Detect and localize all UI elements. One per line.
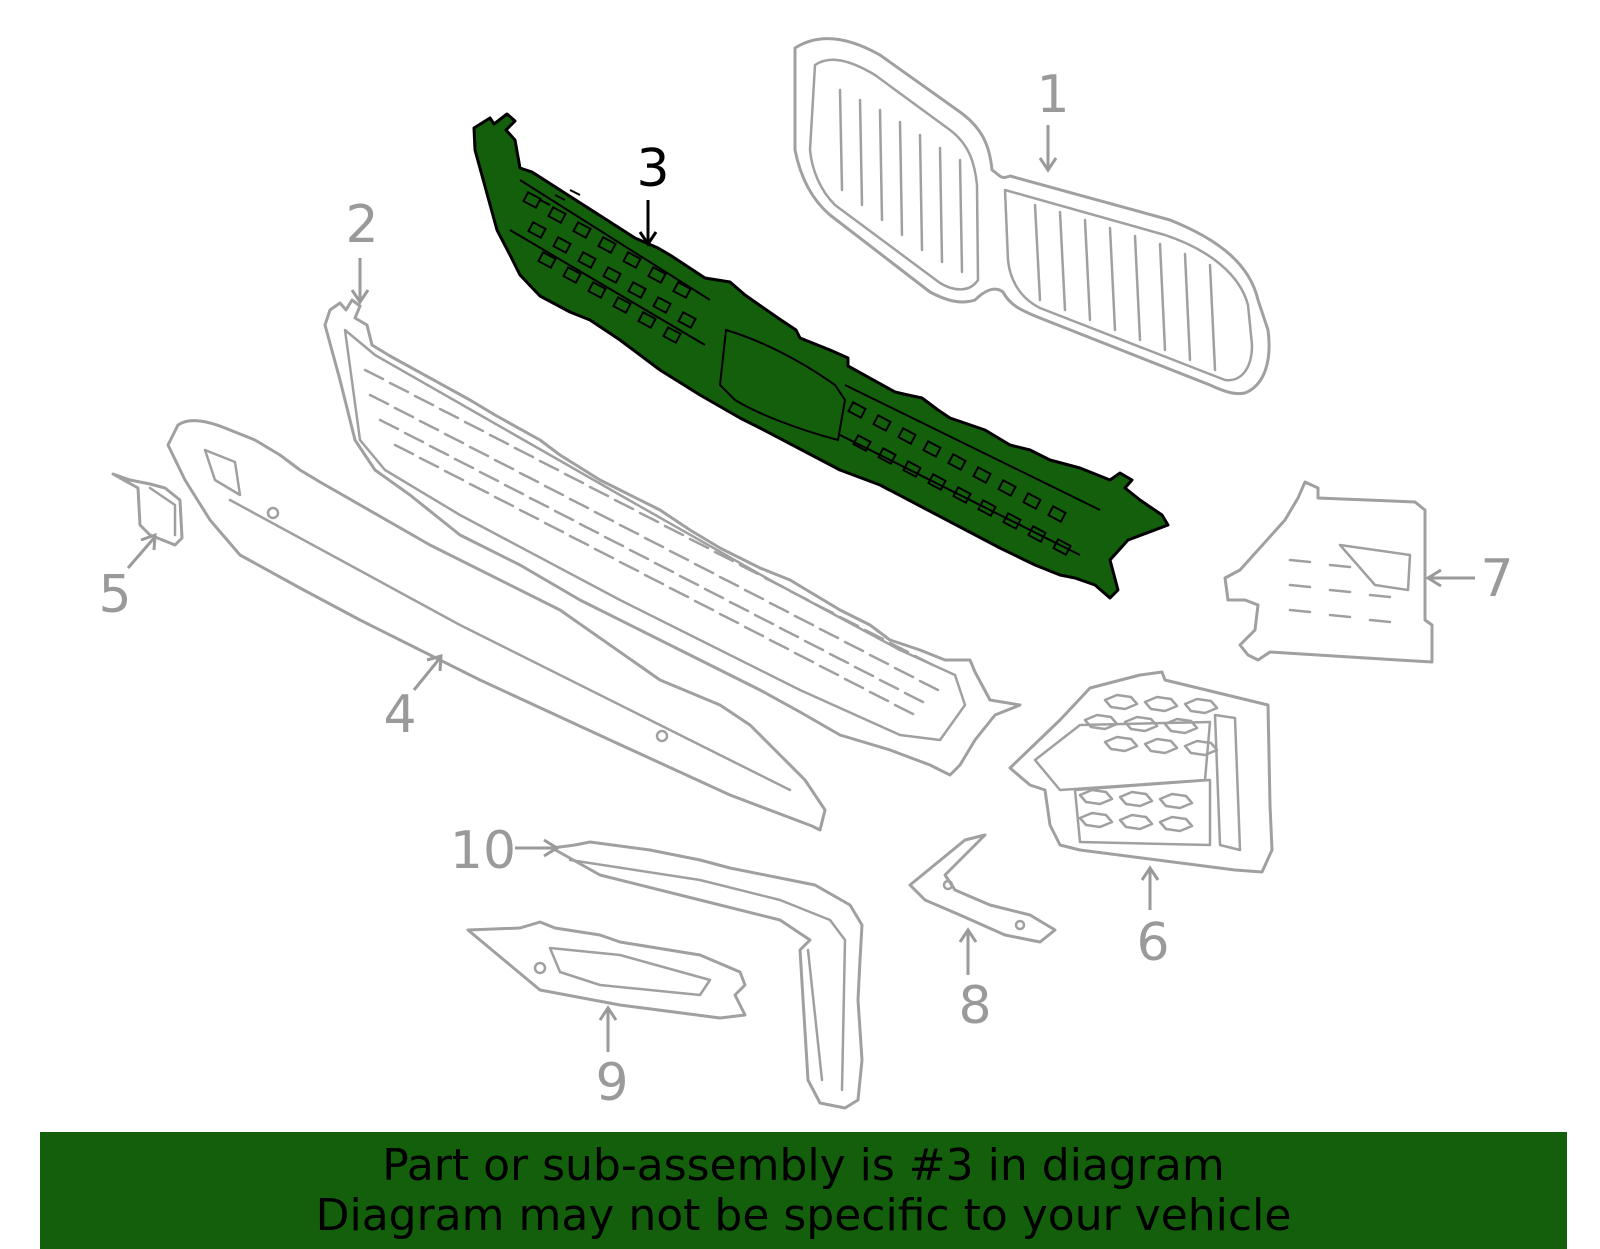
leader-2-head bbox=[350, 289, 370, 305]
banner-line-2: Diagram may not be specific to your vehi… bbox=[315, 1189, 1292, 1241]
leader-4 bbox=[412, 657, 442, 691]
leader-10-head bbox=[543, 838, 560, 858]
part-10-l-trim bbox=[550, 840, 864, 1110]
callouts: 1 2 3 4 5 6 7 8 9 10 bbox=[98, 65, 1513, 1113]
leader-1-head bbox=[1038, 157, 1058, 173]
part-6-side-grille bbox=[1008, 670, 1274, 874]
callout-4: 4 bbox=[383, 685, 416, 745]
leader-4-head bbox=[426, 653, 443, 672]
leader-8-head bbox=[958, 927, 978, 943]
part-1-kidney-grille bbox=[793, 37, 1271, 396]
callout-1: 1 bbox=[1036, 65, 1069, 125]
part-2-mesh bbox=[363, 368, 940, 716]
part-6-hex-mesh bbox=[1078, 693, 1219, 833]
leader-9-head bbox=[598, 1005, 618, 1021]
part-4-trim-strip bbox=[166, 419, 827, 832]
callout-3: 3 bbox=[636, 139, 669, 199]
callout-8: 8 bbox=[958, 976, 991, 1036]
callout-6: 6 bbox=[1136, 913, 1169, 973]
part-2-bumper-grille bbox=[323, 298, 1022, 777]
callout-2: 2 bbox=[345, 195, 378, 255]
part-5-cover-cap bbox=[111, 472, 184, 547]
leader-3-head bbox=[638, 231, 658, 247]
part-9-lower-insert bbox=[466, 920, 747, 1020]
banner-line-1: Part or sub-assembly is #3 in diagram bbox=[382, 1139, 1225, 1191]
part-3-mesh bbox=[522, 190, 1072, 557]
info-banner: Part or sub-assembly is #3 in diagram Di… bbox=[40, 1132, 1567, 1249]
leader-5-head bbox=[140, 532, 157, 551]
callout-9: 9 bbox=[595, 1053, 628, 1113]
leader-7-head bbox=[1425, 568, 1442, 588]
callout-10: 10 bbox=[450, 821, 516, 881]
callout-7: 7 bbox=[1480, 549, 1513, 609]
callout-5: 5 bbox=[98, 565, 131, 625]
part-8-trim-piece bbox=[908, 833, 1057, 944]
leader-5 bbox=[126, 537, 156, 569]
leader-6-head bbox=[1140, 865, 1160, 881]
leader-lines bbox=[126, 125, 1475, 1052]
part-7-side-bracket bbox=[1223, 480, 1434, 664]
part-3-lower-grille-highlighted bbox=[472, 112, 1170, 600]
